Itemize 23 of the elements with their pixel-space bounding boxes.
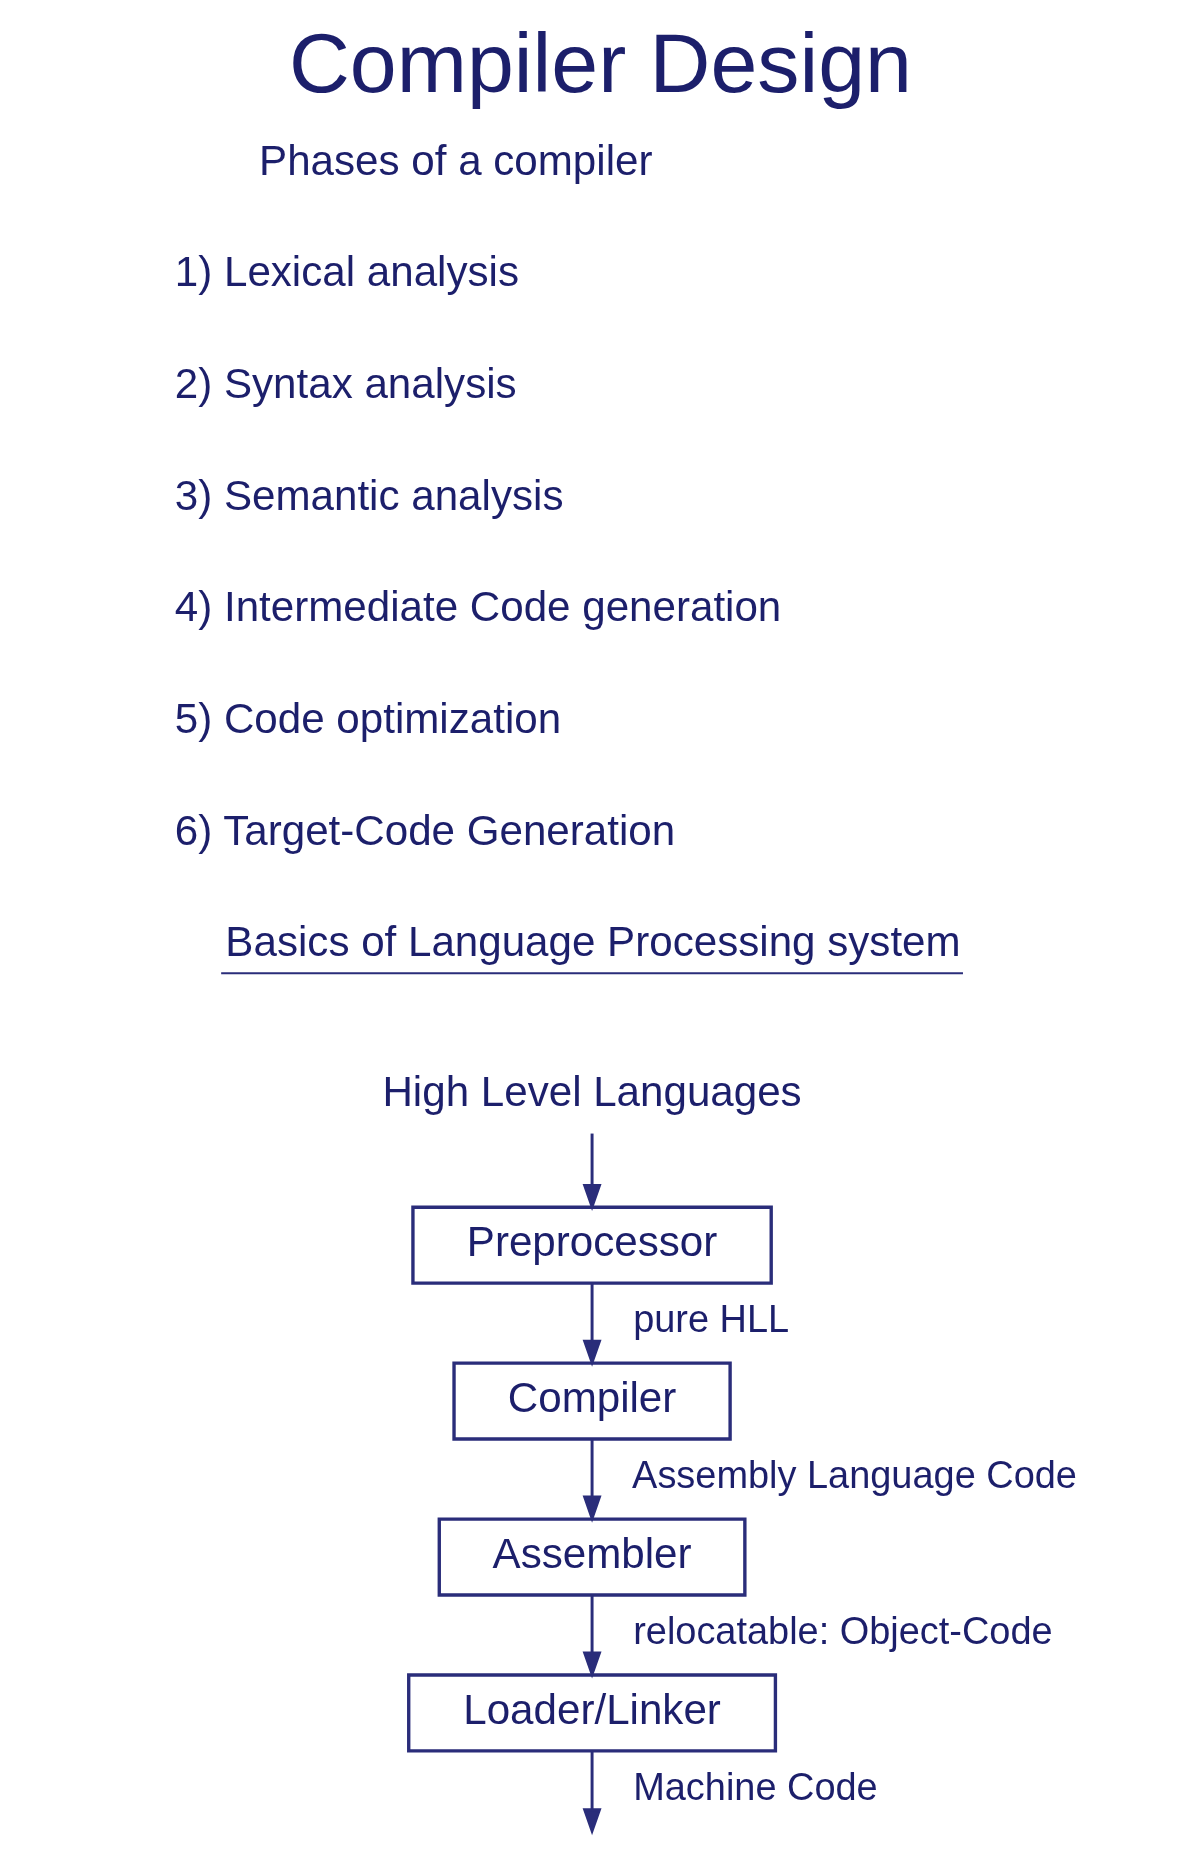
edge-label: Assembly Language Code: [631, 1454, 1077, 1497]
label: 2) Syntax analysis: [174, 359, 517, 407]
arrow: [582, 1439, 602, 1523]
label: 5) Code optimization: [174, 695, 561, 743]
diagram-title: Compiler Design: [288, 16, 912, 111]
node-box: Assembler: [437, 1517, 747, 1597]
arrow: [582, 1751, 602, 1836]
node-text: High Level Languages: [381, 1068, 802, 1116]
edge-label: relocatable: Object-Code: [632, 1610, 1053, 1653]
label: 6) Target-Code Generation: [174, 806, 675, 854]
arrow: [582, 1595, 602, 1679]
edge-label: pure HLL: [632, 1298, 789, 1341]
label: 1) Lexical analysis: [174, 248, 519, 296]
label: 3) Semantic analysis: [174, 471, 563, 519]
node-box: Loader/Linker: [406, 1673, 777, 1753]
label: Basics of Language Processing system: [224, 918, 961, 966]
node-box: Preprocessor: [410, 1205, 773, 1285]
node-box: Compiler: [451, 1361, 732, 1441]
arrow: [582, 1133, 602, 1211]
arrow: [582, 1283, 602, 1367]
label: Phases of a compiler: [258, 136, 652, 184]
edge-label: Machine Code: [632, 1766, 878, 1809]
label: 4) Intermediate Code generation: [174, 583, 781, 631]
